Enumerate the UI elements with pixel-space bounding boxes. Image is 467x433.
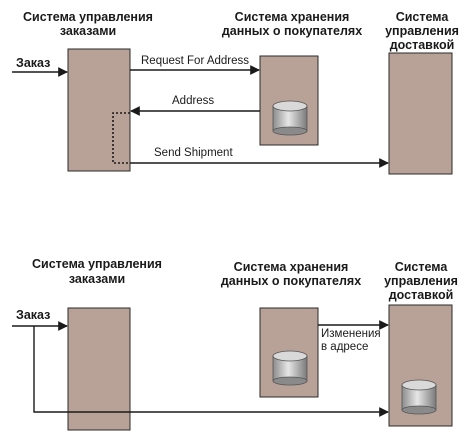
header-delivery-system-line2: управления xyxy=(385,24,459,38)
header-delivery-system-line3: доставкой xyxy=(389,288,454,302)
header-delivery-system-line3: доставкой xyxy=(390,38,455,52)
header-delivery-system-line1: Система xyxy=(396,10,450,24)
diagram-bottom: Система управления заказами Система хран… xyxy=(12,257,458,431)
address-label: Address xyxy=(172,95,214,107)
delivery-system-box xyxy=(388,52,453,175)
internal-processing-dotted-line xyxy=(112,112,130,164)
request-address-label: Request For Address xyxy=(141,55,249,67)
address-change-label-line2: в адресе xyxy=(321,341,368,353)
diagram-top: Система управления заказами Система хран… xyxy=(12,10,459,175)
order-input-label: Заказ xyxy=(16,308,50,322)
send-shipment-label: Send Shipment xyxy=(154,147,233,159)
header-order-system-line2: заказами xyxy=(69,272,125,286)
header-customer-storage-line2: данных о покупателях xyxy=(222,24,362,38)
address-change-label-line1: Изменения xyxy=(321,328,381,340)
header-order-system-line1: Система управления xyxy=(32,257,162,271)
order-system-box xyxy=(67,307,131,431)
header-customer-storage-line1: Система хранения xyxy=(234,260,349,274)
order-to-delivery-arrow xyxy=(33,326,389,417)
header-customer-storage-line1: Система хранения xyxy=(235,10,350,24)
header-order-system-line1: Система управления xyxy=(23,10,153,24)
database-icon xyxy=(272,350,308,386)
database-icon xyxy=(272,100,308,136)
order-system-box xyxy=(67,48,131,172)
header-customer-storage-line2: данных о покупателях xyxy=(221,274,361,288)
order-input-label: Заказ xyxy=(16,56,50,70)
database-icon xyxy=(401,379,437,415)
header-order-system-line2: заказами xyxy=(60,24,116,38)
header-delivery-system-line2: управления xyxy=(384,274,458,288)
header-delivery-system-line1: Система xyxy=(395,260,449,274)
